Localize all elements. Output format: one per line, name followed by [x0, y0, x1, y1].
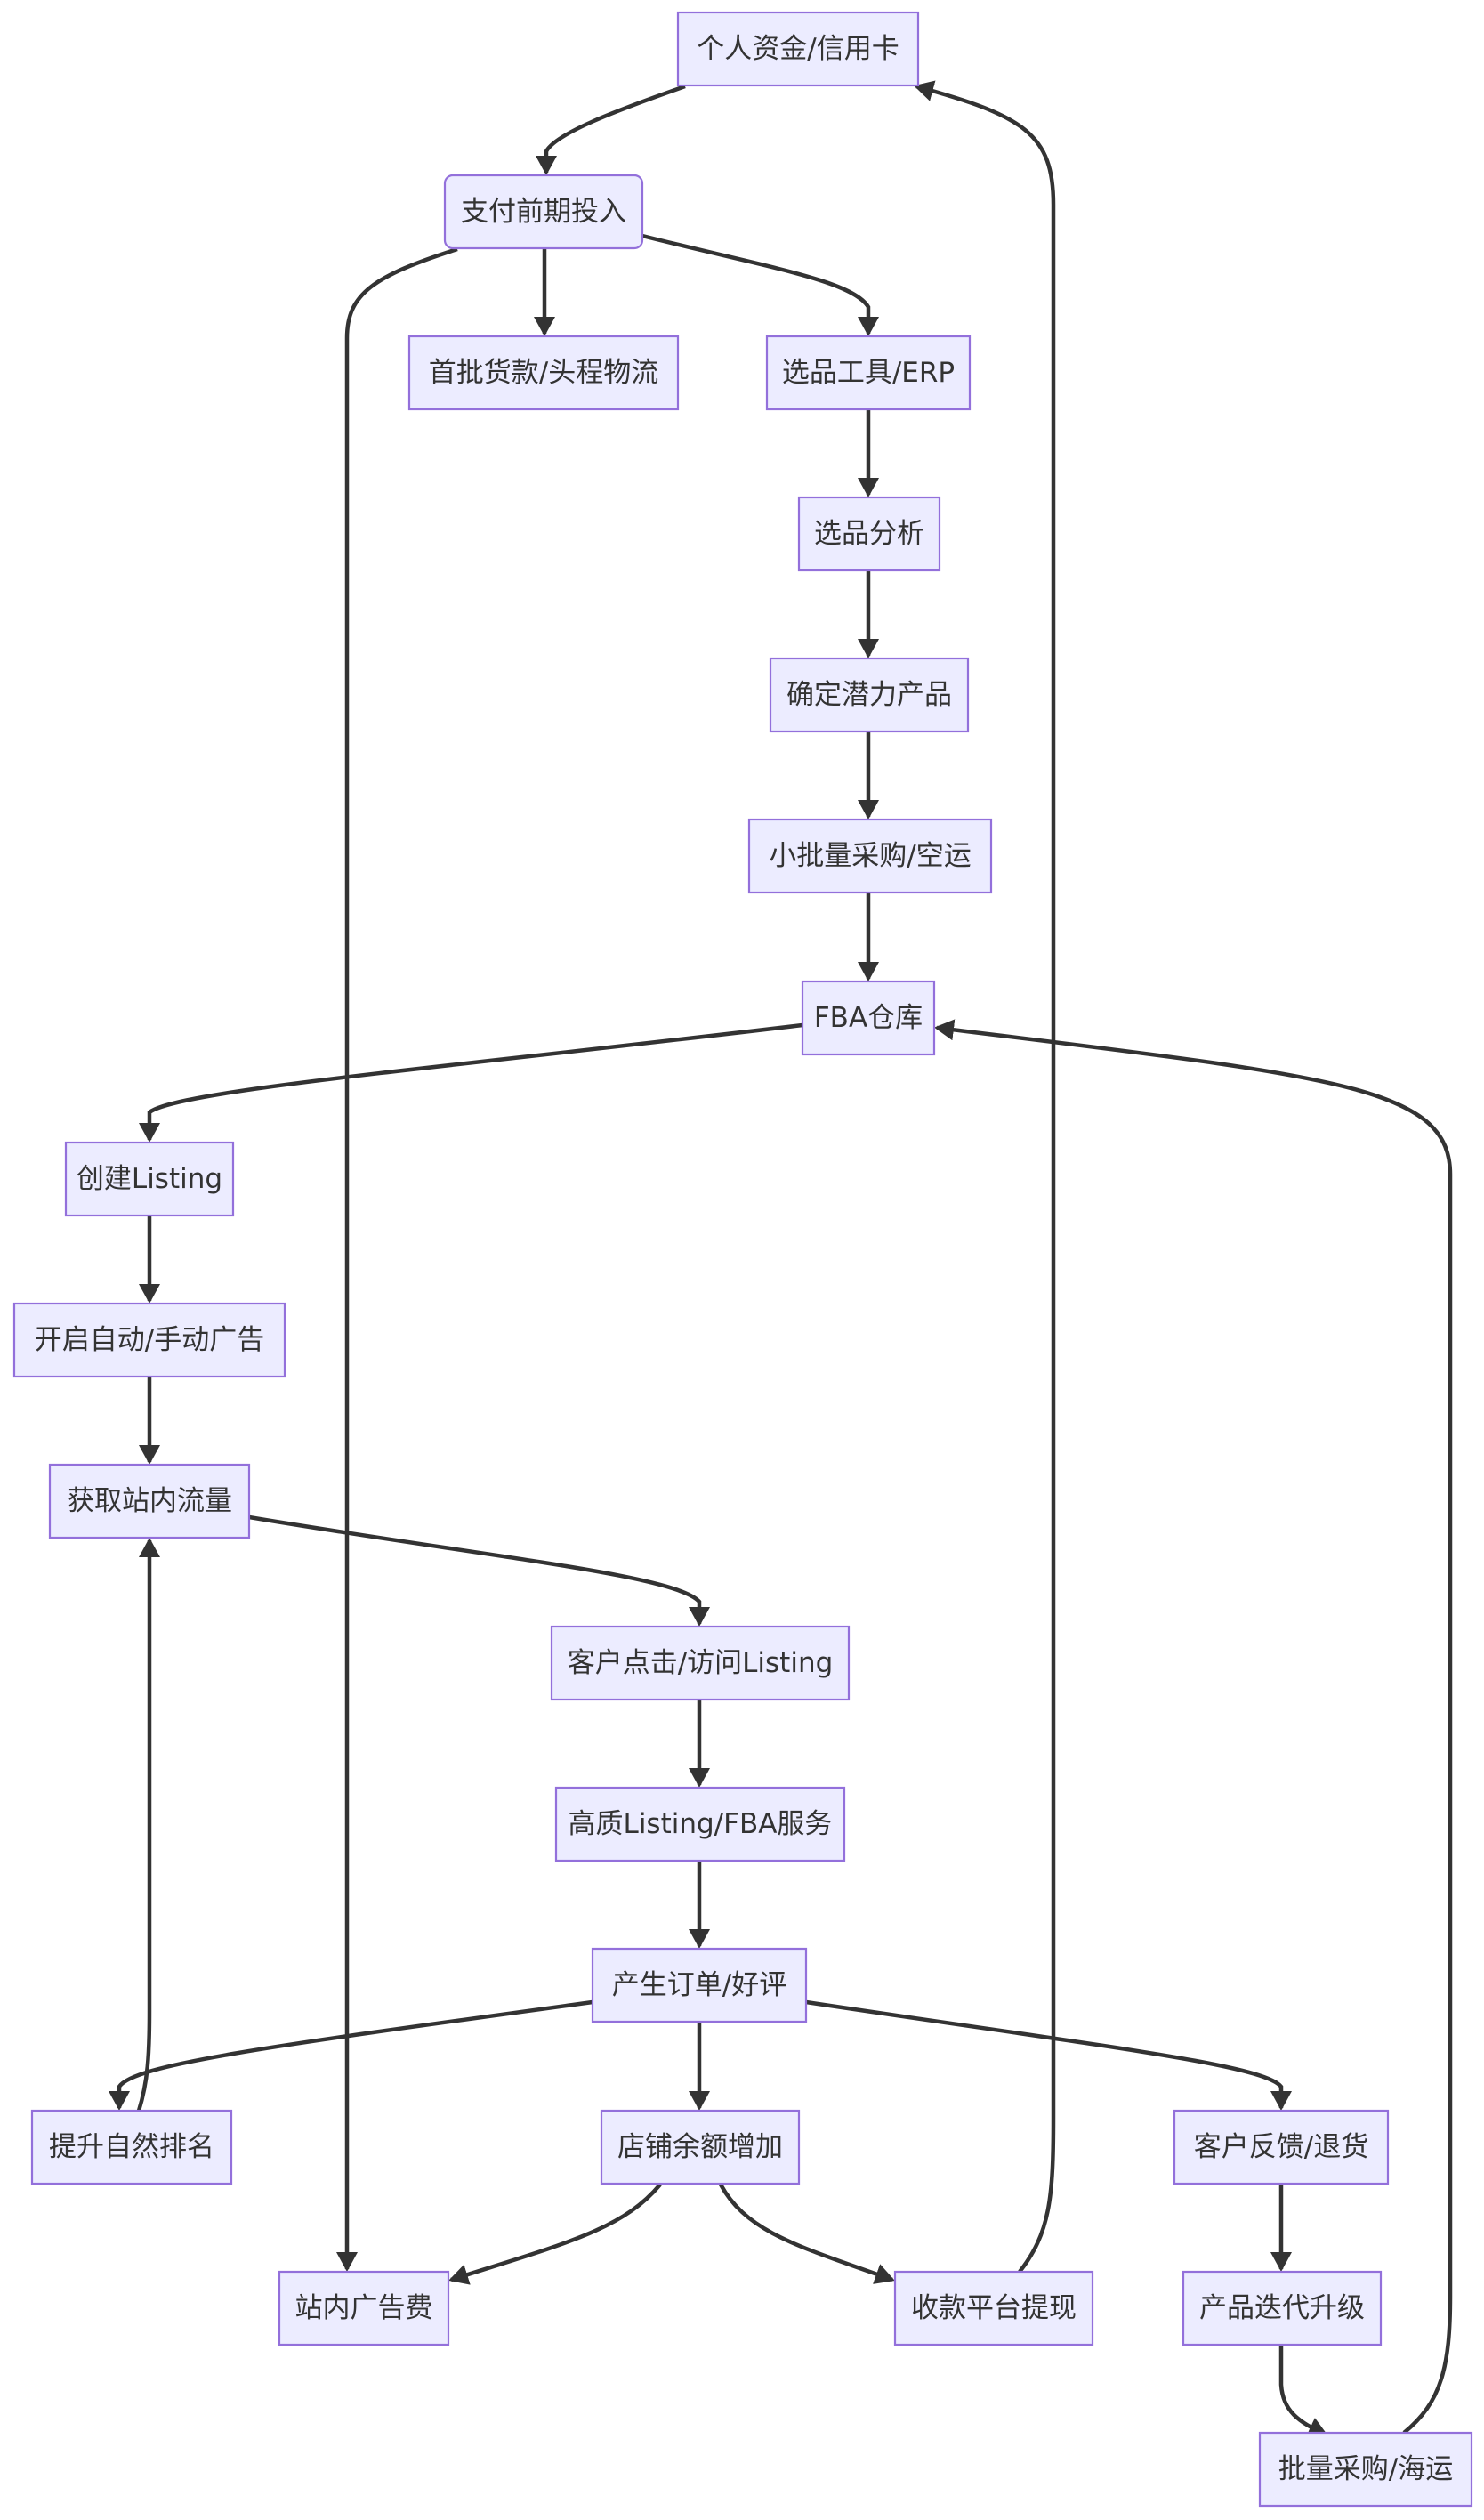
- node-label-product: 确定潜力产品: [786, 679, 952, 711]
- node-label-small_batch: 小批量采购/空运: [769, 840, 971, 872]
- node-funds: 个人资金/信用卡: [676, 11, 920, 87]
- node-box-listing: [64, 1141, 235, 1217]
- node-box-ads: [12, 1302, 286, 1378]
- edge-balance-to-ad_fee: [448, 2183, 662, 2285]
- node-box-balance: [600, 2109, 801, 2185]
- edge-withdraw-to-funds: [914, 80, 1056, 2274]
- node-box-upgrade: [1182, 2270, 1383, 2346]
- edge-rank-to-traffic: [136, 1538, 160, 2112]
- node-fba: FBA仓库: [801, 980, 936, 1056]
- node-box-quality: [554, 1786, 846, 1862]
- edge-traffic-to-click: [248, 1514, 710, 1627]
- node-first_goods: 首批货款/头程物流: [407, 335, 680, 411]
- node-label-funds: 个人资金/信用卡: [697, 33, 899, 65]
- node-invest: 支付前期投入: [443, 174, 644, 250]
- node-label-first_goods: 首批货款/头程物流: [429, 357, 658, 389]
- node-box-ad_fee: [278, 2270, 450, 2346]
- node-box-traffic: [48, 1463, 251, 1539]
- node-label-fba: FBA仓库: [814, 1002, 923, 1034]
- node-label-click: 客户点击/访问Listing: [568, 1647, 834, 1679]
- edge-fba-to-listing: [139, 1022, 803, 1143]
- node-box-rank: [30, 2109, 233, 2185]
- node-label-invest: 支付前期投入: [461, 196, 626, 228]
- node-withdraw: 收款平台提现: [893, 2270, 1094, 2346]
- node-quality: 高质Listing/FBA服务: [554, 1786, 846, 1862]
- node-box-feedback: [1173, 2109, 1390, 2185]
- edge-invest-to-tools: [641, 233, 879, 336]
- node-orders: 产生订单/好评: [591, 1947, 808, 2023]
- node-box-orders: [591, 1947, 808, 2023]
- edge-bulk-to-fba: [934, 1019, 1453, 2435]
- node-box-first_goods: [407, 335, 680, 411]
- edges-layer: [109, 80, 1453, 2437]
- node-label-upgrade: 产品迭代升级: [1199, 2292, 1365, 2324]
- node-product: 确定潜力产品: [769, 657, 970, 733]
- node-tools: 选品工具/ERP: [765, 335, 972, 411]
- node-box-small_batch: [747, 818, 993, 894]
- node-box-fba: [801, 980, 936, 1056]
- node-label-rank: 提升自然排名: [49, 2131, 214, 2163]
- node-box-withdraw: [893, 2270, 1094, 2346]
- edge-invest-to-ad_fee: [336, 246, 458, 2272]
- node-box-tools: [765, 335, 972, 411]
- node-upgrade: 产品迭代升级: [1182, 2270, 1383, 2346]
- edge-upgrade-to-bulk: [1278, 2346, 1328, 2437]
- node-label-bulk: 批量采购/海运: [1278, 2453, 1453, 2485]
- node-bulk: 批量采购/海运: [1258, 2431, 1473, 2508]
- node-label-analysis: 选品分析: [814, 518, 924, 550]
- edge-orders-to-rank: [109, 1999, 593, 2111]
- node-click: 客户点击/访问Listing: [550, 1625, 851, 1701]
- node-label-ads: 开启自动/手动广告: [35, 1324, 264, 1356]
- edge-balance-to-withdraw: [719, 2183, 895, 2284]
- node-box-bulk: [1258, 2431, 1473, 2508]
- node-traffic: 获取站内流量: [48, 1463, 251, 1539]
- node-label-quality: 高质Listing/FBA服务: [569, 1808, 833, 1840]
- node-label-orders: 产生订单/好评: [612, 1969, 786, 2001]
- node-small_batch: 小批量采购/空运: [747, 818, 993, 894]
- node-label-tools: 选品工具/ERP: [782, 357, 955, 389]
- node-listing: 创建Listing: [64, 1141, 235, 1217]
- node-box-analysis: [797, 496, 941, 572]
- node-label-traffic: 获取站内流量: [67, 1485, 232, 1517]
- node-label-listing: 创建Listing: [77, 1163, 222, 1195]
- node-rank: 提升自然排名: [30, 2109, 233, 2185]
- node-box-funds: [676, 11, 920, 87]
- edge-funds-to-invest: [536, 84, 686, 175]
- edge-orders-to-feedback: [805, 1999, 1292, 2111]
- node-balance: 店铺余额增加: [600, 2109, 801, 2185]
- node-ads: 开启自动/手动广告: [12, 1302, 286, 1378]
- node-label-ad_fee: 站内广告费: [295, 2292, 433, 2324]
- node-ad_fee: 站内广告费: [278, 2270, 450, 2346]
- node-label-balance: 店铺余额增加: [617, 2131, 783, 2163]
- node-box-invest: [443, 174, 644, 250]
- node-label-withdraw: 收款平台提现: [911, 2292, 1077, 2324]
- node-label-feedback: 客户反馈/退货: [1194, 2131, 1368, 2163]
- node-feedback: 客户反馈/退货: [1173, 2109, 1390, 2185]
- node-box-product: [769, 657, 970, 733]
- node-analysis: 选品分析: [797, 496, 941, 572]
- node-box-click: [550, 1625, 851, 1701]
